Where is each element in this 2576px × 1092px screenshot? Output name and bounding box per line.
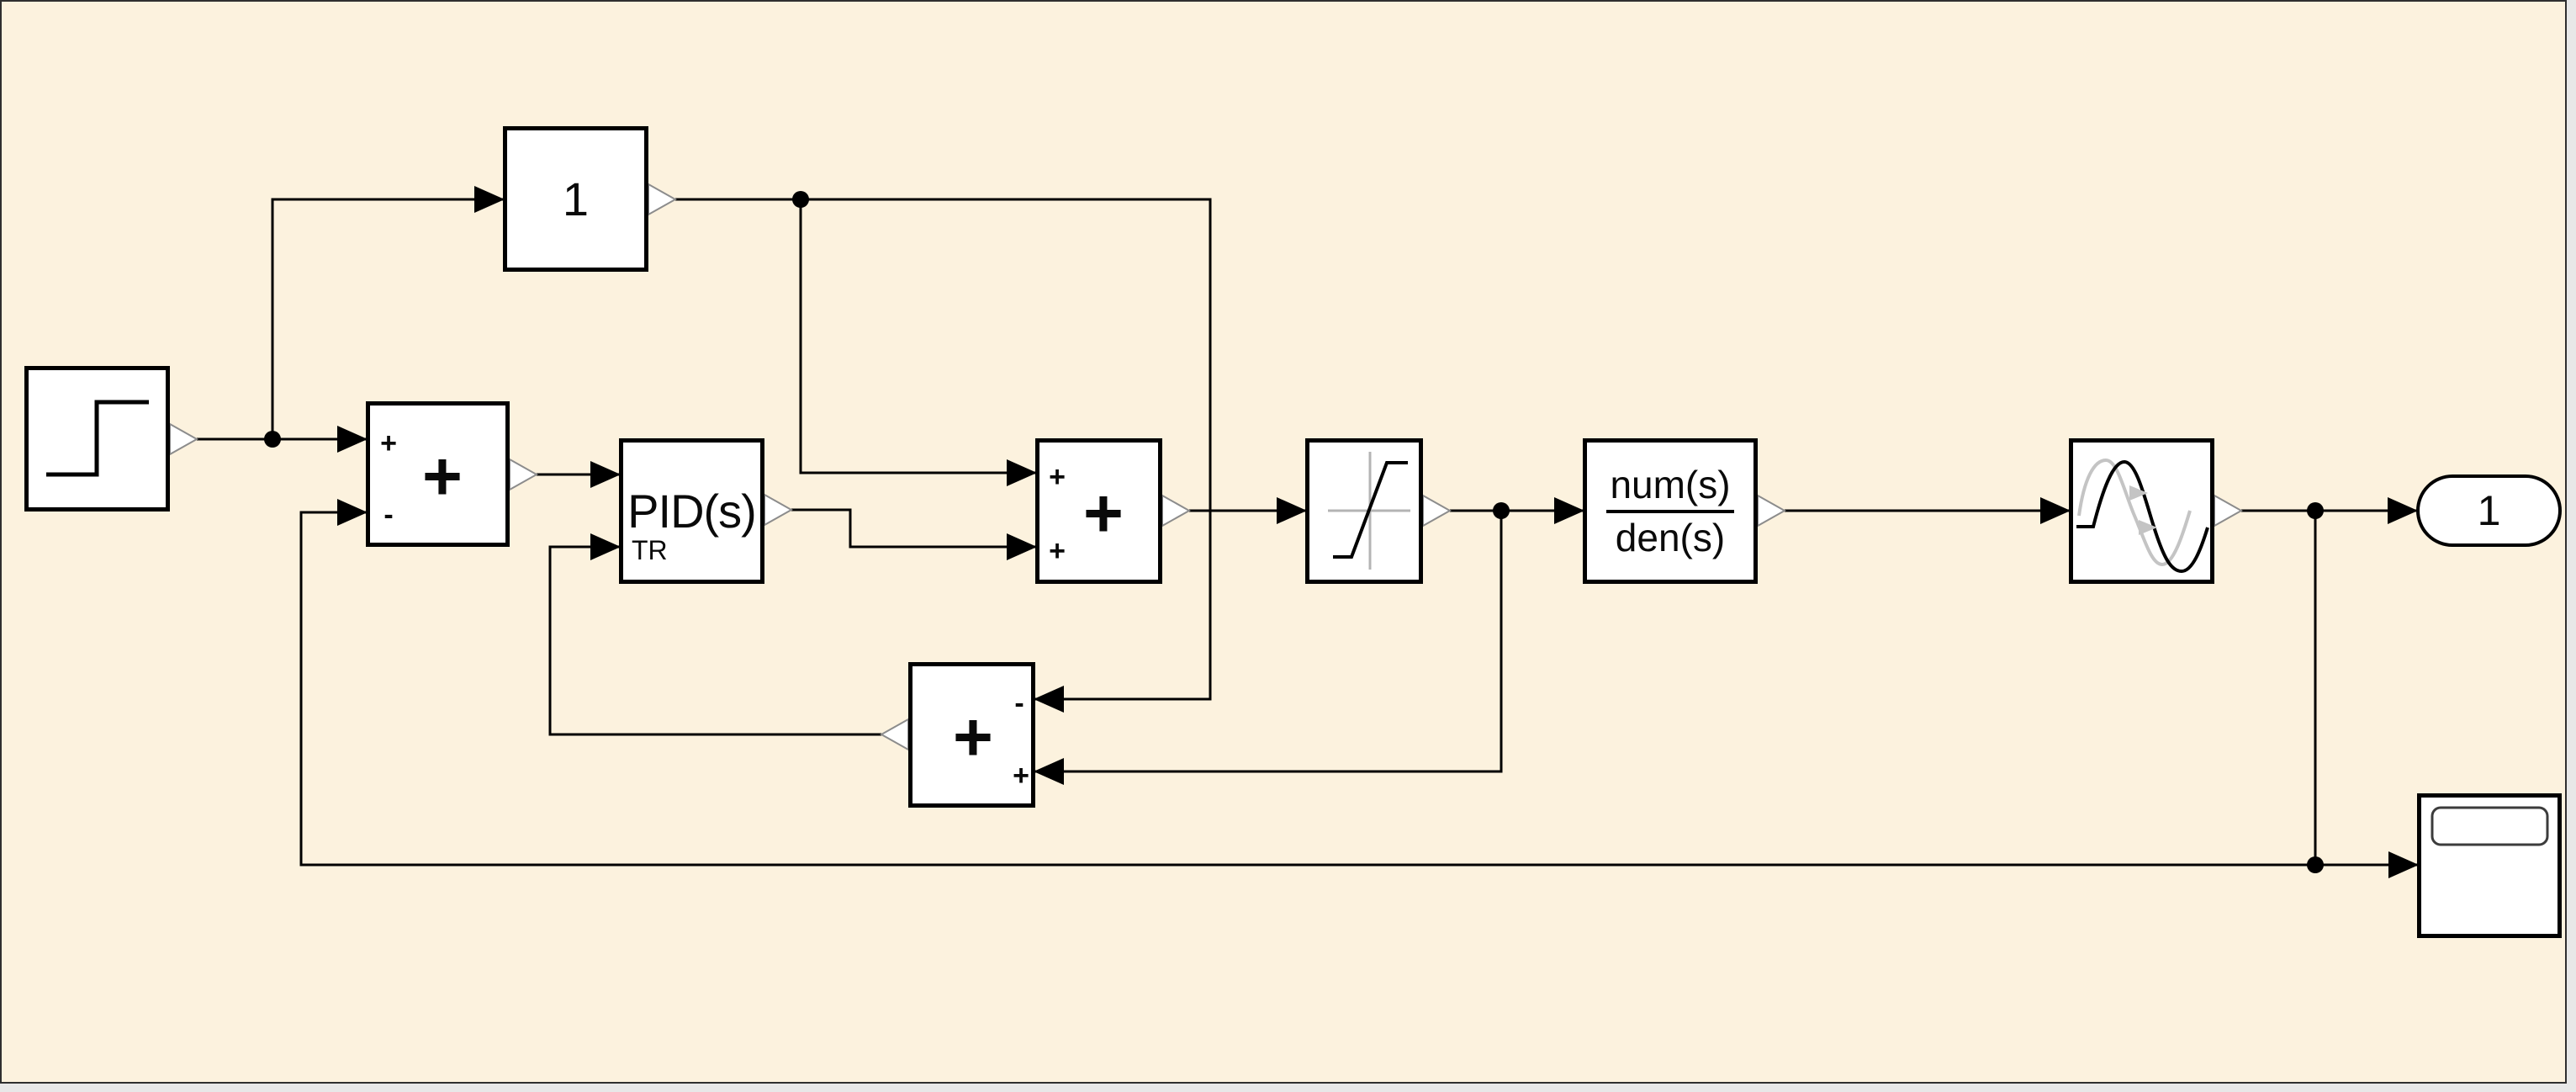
sum-error-center-sign: +	[422, 438, 463, 515]
sum-tracking-minus-sign: -	[1014, 687, 1024, 719]
transfer-fcn-denominator: den(s)	[1615, 515, 1726, 559]
output-port-transport-delay	[2214, 494, 2244, 527]
wire-feedback-to-sum-error-minus[interactable]	[299, 499, 2315, 867]
pid-tracking-port-label: TR	[632, 535, 668, 565]
block-saturation[interactable]	[1305, 438, 1423, 584]
fraction-bar	[1606, 509, 1734, 513]
block-sum-feedforward[interactable]: + + +	[1035, 438, 1162, 584]
saturation-icon	[1328, 452, 1410, 570]
wire-gain-branch-to-sum-feedforward-top[interactable]	[799, 199, 1037, 486]
block-step-input[interactable]	[24, 366, 170, 512]
transport-delay-icon	[2076, 458, 2209, 574]
block-gain[interactable]: 1	[503, 126, 648, 272]
pid-label: PID(s)	[627, 485, 757, 538]
sum-tracking-center-sign: +	[953, 699, 993, 776]
gain-label: 1	[562, 172, 590, 225]
branch-dot-plant-output	[2307, 502, 2324, 519]
scope-icon	[2431, 806, 2549, 846]
branch-dot-saturation-output	[1493, 502, 1510, 519]
sum-error-plus-sign: +	[380, 427, 397, 459]
output-port-transfer-fcn	[1757, 494, 1787, 527]
sum-tracking-plus-sign: +	[1013, 760, 1029, 792]
output-port-sum-feedforward	[1161, 494, 1192, 527]
output-port-sum-tracking	[879, 718, 909, 751]
step-icon	[46, 400, 149, 477]
block-pid-controller[interactable]: PID(s) TR	[619, 438, 764, 584]
branch-dot-step-output	[264, 431, 281, 448]
transfer-fcn-fraction: num(s) den(s)	[1606, 464, 1734, 559]
block-sum-tracking[interactable]: - + +	[908, 662, 1035, 808]
block-sum-error[interactable]: + - +	[366, 401, 510, 547]
sum-feedforward-center-sign: +	[1083, 475, 1124, 552]
branch-dot-gain-output	[792, 191, 809, 208]
block-outport[interactable]: 1	[2416, 474, 2562, 547]
sum-feedforward-top-sign: +	[1049, 461, 1066, 493]
output-port-sum-error	[509, 458, 539, 491]
wire-branch-to-gain[interactable]	[271, 186, 505, 439]
output-port-pid	[764, 493, 794, 527]
wire-pid-to-sum-feedforward-bottom[interactable]	[791, 508, 1037, 560]
output-port-gain	[648, 183, 678, 216]
wire-gain-to-sum-tracking-minus[interactable]	[675, 198, 1212, 713]
sum-error-minus-sign: -	[383, 499, 394, 531]
block-transfer-fcn[interactable]: num(s) den(s)	[1583, 438, 1758, 584]
wire-saturation-branch-to-sum-tracking-plus[interactable]	[1034, 511, 1503, 785]
block-scope[interactable]	[2417, 793, 2562, 938]
output-port-saturation	[1422, 494, 1452, 527]
branch-dot-feedback	[2307, 856, 2324, 873]
block-transport-delay[interactable]	[2069, 438, 2214, 584]
outport-label: 1	[2477, 487, 2501, 534]
wire-sum-tracking-to-pid-tr[interactable]	[548, 533, 881, 736]
sum-feedforward-bottom-sign: +	[1049, 535, 1066, 567]
output-port-step	[169, 422, 199, 456]
transfer-fcn-numerator: num(s)	[1610, 462, 1731, 506]
